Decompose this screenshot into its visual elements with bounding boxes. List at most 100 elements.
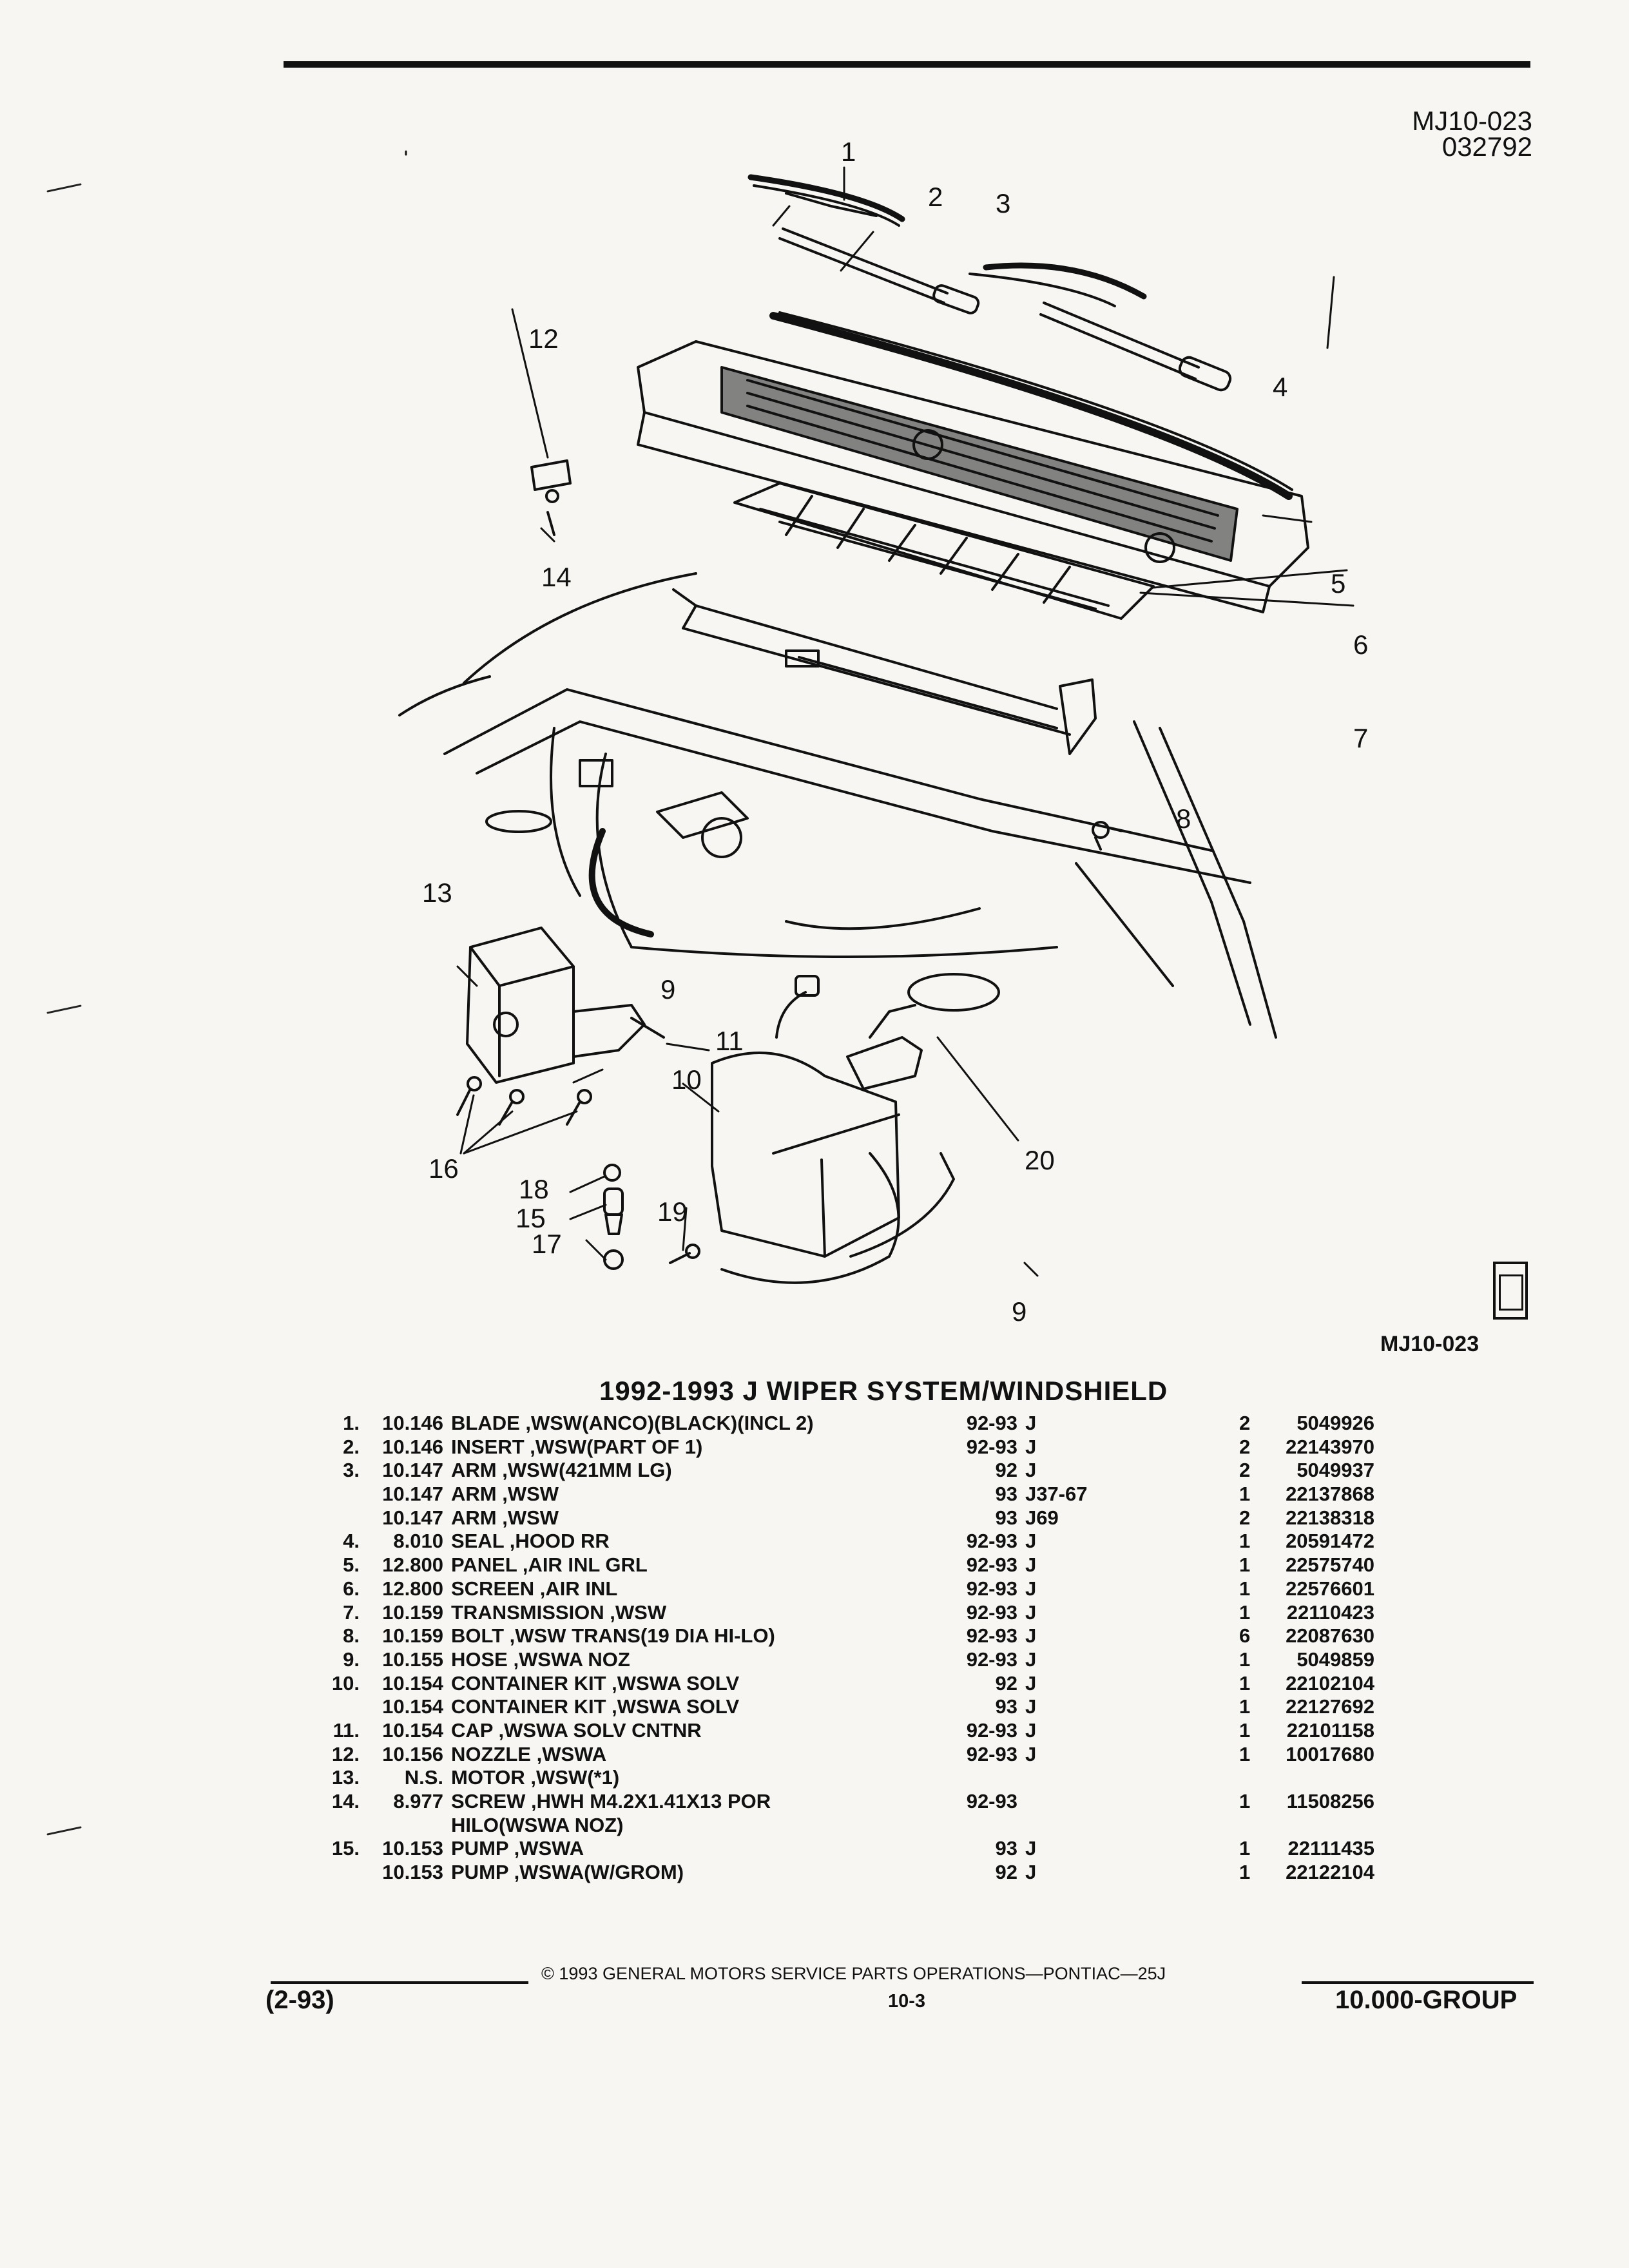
parts-cell-desc: SCREEN ,AIR INL [451,1577,618,1600]
parts-cell-qty: 1 [1239,1600,1251,1624]
parts-cell-group: 10.146 [382,1435,443,1458]
parts-cell-desc: BOLT ,WSW TRANS(19 DIA HI-LO) [451,1624,775,1648]
parts-cell-desc: PUMP ,WSWA(W/GROM) [451,1861,684,1884]
parts-cell-group: 10.159 [382,1600,443,1624]
parts-cell-part: 22102104 [1286,1671,1374,1695]
parts-cell-group: 12.800 [382,1553,443,1577]
parts-cell-group: 10.159 [382,1624,443,1648]
container-bracket-illustration [846,1004,923,1090]
parts-cell-year: 92 [995,1861,1017,1884]
parts-cell-year [954,1767,1021,1791]
footer-rule-right [1302,1981,1534,1984]
parts-cell-group: 10.156 [382,1742,443,1765]
parts-cell-year: 92 [995,1459,1017,1482]
callout-20: 20 [1025,1145,1055,1175]
hose-illustration [588,828,654,937]
footer-copyright: © 1993 GENERAL MOTORS SERVICE PARTS OPER… [541,1964,1166,1983]
parts-cell-part: 22127692 [1286,1695,1374,1718]
parts-cell-year: 92-93 [966,1742,1017,1765]
parts-cell-part: 10017680 [1286,1742,1374,1765]
parts-cell-ref: 7. [343,1600,360,1624]
parts-cell-ref: 6. [343,1577,360,1600]
parts-cell-desc: BLADE ,WSW(ANCO)(BLACK)(INCL 2) [451,1412,814,1434]
parts-row: HILO(WSWA NOZ) [316,1814,1378,1838]
parts-cell-group: 8.010 [393,1530,443,1553]
parts-cell-carline [1021,1767,1235,1791]
parts-cell-year: 92-93 [966,1553,1017,1577]
parts-cell-carline: J [1025,1553,1037,1577]
nozzle-illustration [530,459,572,536]
parts-cell-year [954,1814,1021,1838]
hood-seal-illustration [769,312,1293,500]
callout-5: 5 [1331,568,1345,599]
parts-cell-part: 22122104 [1286,1861,1374,1884]
parts-cell-qty: 2 [1239,1506,1251,1529]
parts-cell-ref: 3. [343,1459,360,1482]
illustration-code-id: MJ10-023 [1412,106,1532,136]
parts-cell-desc: CONTAINER KIT ,WSWA SOLV [451,1671,740,1695]
washer-container-illustration [711,975,955,1284]
parts-cell-desc: PUMP ,WSWA [451,1837,584,1860]
parts-cell-desc: ARM ,WSW [451,1483,559,1506]
parts-cell-group: 10.153 [382,1837,443,1860]
margin-mark [46,1004,82,1014]
parts-cell-year: 92-93 [966,1718,1017,1742]
parts-cell-carline: J [1025,1718,1037,1742]
parts-cell-qty: 1 [1239,1671,1251,1695]
parts-cell-year: 93 [995,1506,1017,1529]
parts-cell-carline: J [1025,1624,1037,1648]
parts-cell-ref: 11. [333,1718,360,1742]
parts-cell-year: 93 [995,1695,1017,1718]
parts-cell-qty: 2 [1239,1412,1251,1434]
parts-cell-ref [316,1861,363,1885]
parts-cell-year: 92-93 [966,1435,1017,1458]
parts-cell-group: 10.147 [382,1506,443,1529]
callout-8: 8 [1176,803,1191,834]
parts-cell-part: 5049926 [1296,1412,1374,1434]
parts-cell-carline: J [1025,1837,1037,1860]
parts-cell-ref: 4. [343,1530,360,1553]
footer-date: (2-93) [265,1986,334,2014]
wiper-arm-illustration [778,227,980,314]
parts-cell-desc: CAP ,WSWA SOLV CNTNR [451,1718,702,1742]
parts-cell-ref: 2. [343,1435,360,1458]
parts-cell-group: 10.147 [382,1459,443,1482]
parts-cell-group: 10.147 [382,1483,443,1506]
callout-15: 15 [516,1203,546,1233]
washer-pump-illustration [603,1164,700,1270]
callout-4: 4 [1273,372,1287,402]
motor-screws-illustration [456,1076,592,1126]
parts-cell-part: 22576601 [1286,1577,1374,1600]
callout-18: 18 [519,1174,549,1204]
second-wiper-illustration [969,262,1232,392]
wiper-transmission-illustration [672,588,1097,755]
callout-17: 17 [532,1229,562,1259]
parts-cell-ref [316,1483,363,1507]
parts-cell-part [1269,1767,1378,1791]
parts-cell-qty: 2 [1239,1435,1251,1458]
parts-cell-desc: CONTAINER KIT ,WSWA SOLV [451,1695,740,1718]
parts-cell-year: 92-93 [966,1648,1017,1671]
parts-cell-part: 22143970 [1286,1435,1374,1458]
parts-cell-part: 5049859 [1296,1648,1374,1671]
margin-mark [46,1826,82,1836]
parts-cell-ref: 15. [331,1837,360,1860]
callout-11: 11 [715,1026,744,1056]
illustration-date-code: 032792 [1441,131,1532,162]
hood-seal-edge [778,311,1293,491]
gm-spo-logo [1493,1262,1528,1320]
wiper-motor-illustration [466,927,665,1084]
parts-cell-carline: J [1025,1861,1037,1884]
parts-cell-year: 93 [995,1837,1017,1860]
parts-cell-group: 10.154 [382,1671,443,1695]
bolt-illustration [1092,821,1110,850]
parts-cell-carline: J [1025,1671,1037,1695]
gm-spo-logo-text [1499,1274,1523,1311]
